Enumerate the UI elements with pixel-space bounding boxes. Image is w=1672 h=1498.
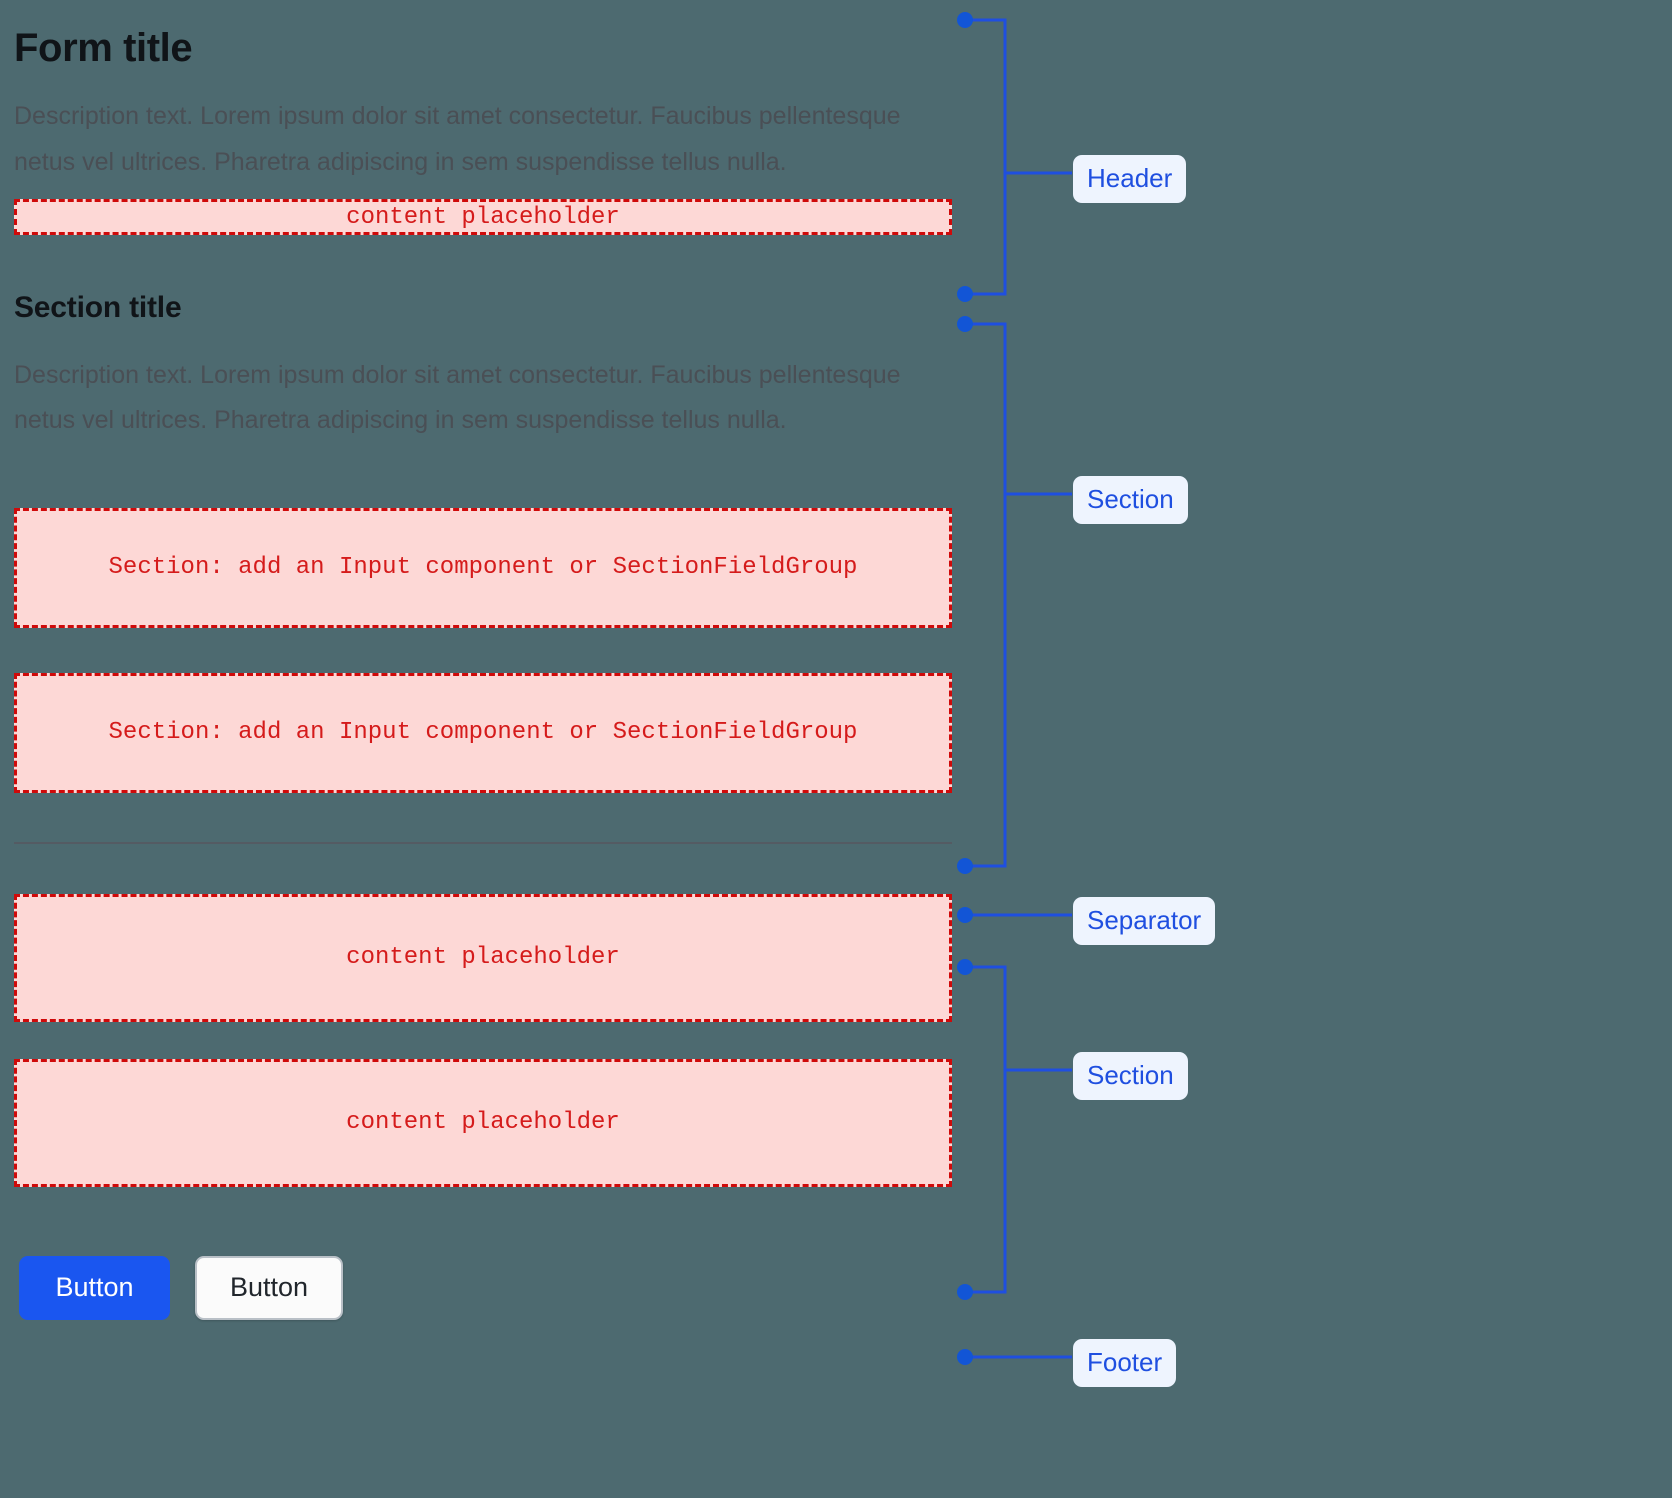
section-region: Section title Description text. Lorem ip… (14, 289, 952, 793)
section-two-content-placeholder-2: content placeholder (14, 1058, 952, 1187)
header-anchor-dot-bottom (957, 286, 973, 302)
section-two-bracket (965, 965, 1007, 1294)
annotation-badge-section[interactable]: Section (1073, 476, 1188, 524)
header-region: Form title Description text. Lorem ipsum… (14, 0, 952, 235)
footer-region: Button Button (19, 1255, 952, 1320)
primary-button[interactable]: Button (19, 1255, 170, 1320)
annotation-badge-header[interactable]: Header (1073, 155, 1187, 203)
form-title: Form title (14, 26, 193, 70)
section-two-anchor-dot-top (957, 959, 973, 975)
header-bracket (965, 18, 1007, 296)
section-bracket (965, 322, 1007, 868)
separator-anchor-dot (957, 907, 973, 923)
form-column: Form title Description text. Lorem ipsum… (14, 0, 952, 1320)
form-separator (14, 841, 952, 844)
header-content-placeholder: content placeholder (14, 199, 952, 235)
section-field-placeholder-1: Section: add an Input component or Secti… (14, 507, 952, 628)
annotation-badge-section-two[interactable]: Section (1073, 1052, 1188, 1100)
annotation-badge-separator[interactable]: Separator (1073, 897, 1216, 945)
annotation-anchor-dots (957, 12, 973, 1365)
footer-anchor-dot (957, 1349, 973, 1365)
section-anchor-dot-top (957, 316, 973, 332)
section-two-anchor-dot-bottom (957, 1284, 973, 1300)
annotation-badge-footer[interactable]: Footer (1073, 1339, 1177, 1387)
section-field-placeholder-2: Section: add an Input component or Secti… (14, 672, 952, 793)
header-anchor-dot-top (957, 12, 973, 28)
section-title: Section title (14, 291, 182, 324)
section-anchor-dot-bottom (957, 858, 973, 874)
form-description: Description text. Lorem ipsum dolor sit … (14, 102, 901, 176)
section-two-content-placeholder-1: content placeholder (14, 893, 952, 1022)
secondary-button[interactable]: Button (195, 1255, 343, 1320)
section-description: Description text. Lorem ipsum dolor sit … (14, 360, 901, 435)
section-two-region: content placeholder content placeholder (14, 893, 952, 1187)
